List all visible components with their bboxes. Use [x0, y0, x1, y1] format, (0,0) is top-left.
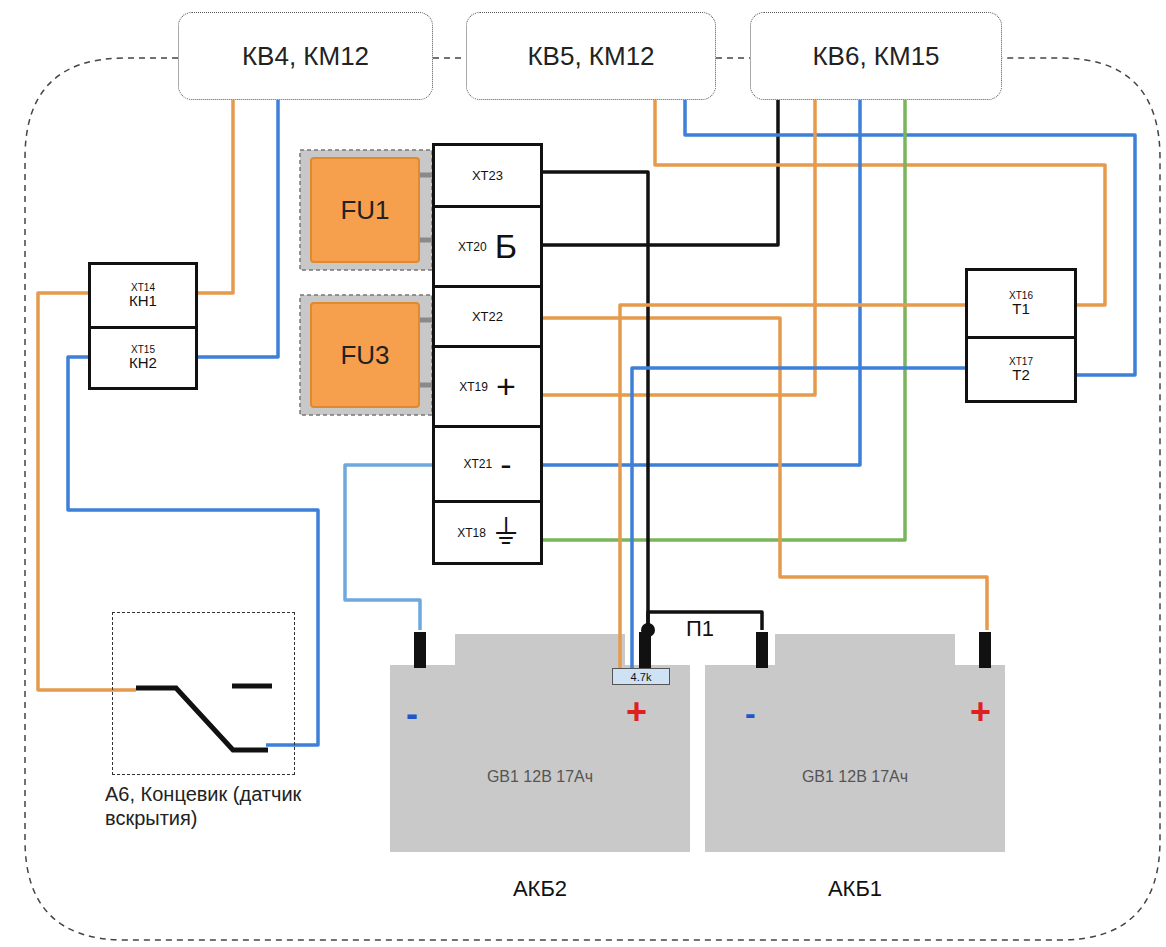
- terminal-mark: ⏚: [494, 513, 518, 553]
- wire: [685, 100, 1135, 375]
- node-label: FU3: [340, 340, 389, 371]
- wire: [68, 357, 318, 745]
- wire: [420, 318, 432, 323]
- battery: GB1 12В 17АчАКБ2: [390, 630, 690, 852]
- wire: [420, 238, 432, 243]
- resistor: 4.7k: [612, 668, 670, 685]
- terminal-block: ХТ14КН1: [88, 262, 198, 329]
- fuse-holder: [300, 295, 432, 415]
- terminal-mark: Т2: [1012, 367, 1030, 384]
- terminal-number: ХТ20: [458, 240, 487, 254]
- wire: [543, 318, 987, 630]
- terminal-number: ХТ17: [1009, 356, 1033, 367]
- battery-name: АКБ2: [390, 876, 690, 902]
- wire: [632, 368, 965, 668]
- terminal-number: ХТ19: [459, 380, 488, 394]
- fuse: FU3: [310, 302, 420, 408]
- terminal-block: ХТ15КН2: [88, 326, 198, 390]
- node-label: КВ5, КМ12: [527, 41, 654, 72]
- battery-rating: GB1 12В 17Ач: [705, 768, 1005, 786]
- wire: [198, 100, 233, 293]
- battery-body: [705, 630, 1005, 852]
- terminal-block: ХТ18 ⏚: [432, 500, 543, 565]
- terminal-block: ХТ19 +: [432, 345, 543, 428]
- fuse-holder: [300, 150, 432, 270]
- battery-name: АКБ1: [705, 876, 1005, 902]
- terminal-block: ХТ22: [432, 285, 543, 348]
- terminal-number: ХТ22: [472, 309, 503, 324]
- terminal-number: ХТ15: [131, 344, 155, 355]
- polarity-sign: +: [970, 694, 991, 730]
- battery: GB1 12В 17АчАКБ1: [705, 630, 1005, 852]
- terminal-mark: -: [500, 445, 511, 484]
- wire: [198, 100, 278, 357]
- terminal-number: ХТ18: [457, 526, 486, 540]
- terminal-mark: Б: [495, 227, 517, 266]
- limit-switch: А6, Концевик (датчик вскрытия): [112, 612, 295, 775]
- relay-block: КВ5, КМ12: [466, 12, 716, 100]
- switch-symbol: [112, 686, 295, 750]
- polarity-sign: -: [745, 697, 756, 729]
- wire: [420, 173, 432, 178]
- node-label: КВ6, КМ15: [812, 41, 939, 72]
- wire: [420, 383, 432, 388]
- terminal-number: ХТ16: [1009, 290, 1033, 301]
- terminal-mark: +: [496, 367, 516, 406]
- node-label: FU1: [340, 195, 389, 226]
- terminal-mark: КН2: [129, 355, 157, 372]
- wire: [620, 305, 965, 668]
- terminal-block: ХТ21-: [432, 425, 543, 503]
- terminal-number: ХТ23: [472, 168, 503, 183]
- jumper-label: П1: [686, 618, 714, 640]
- polarity-sign: +: [626, 694, 647, 730]
- switch-caption: А6, Концевик (датчик вскрытия): [105, 782, 320, 830]
- relay-block: КВ4, КМ12: [178, 12, 433, 100]
- terminal-mark: Т1: [1012, 301, 1030, 318]
- terminal-block: ХТ20 Б: [432, 205, 543, 288]
- junction-dot: [641, 623, 655, 637]
- wire: [543, 100, 860, 465]
- terminal-block: ХТ23: [432, 143, 543, 208]
- terminal-number: ХТ14: [131, 282, 155, 293]
- wire: [543, 100, 815, 395]
- polarity-sign: -: [406, 696, 418, 732]
- node-label: КВ4, КМ12: [242, 41, 369, 72]
- housing-outline: [25, 58, 1160, 940]
- terminal-block: ХТ17Т2: [965, 336, 1077, 403]
- terminal-number: ХТ21: [463, 457, 492, 471]
- node-label: 4.7k: [631, 671, 652, 683]
- terminal-mark: КН1: [129, 293, 157, 310]
- battery-rating: GB1 12В 17Ач: [390, 768, 690, 786]
- battery-body: [390, 630, 690, 852]
- fuse: FU1: [310, 157, 420, 263]
- wire: [543, 100, 905, 540]
- wire: [345, 465, 432, 630]
- terminal-block: ХТ16Т1: [965, 268, 1077, 339]
- relay-block: КВ6, КМ15: [750, 12, 1002, 100]
